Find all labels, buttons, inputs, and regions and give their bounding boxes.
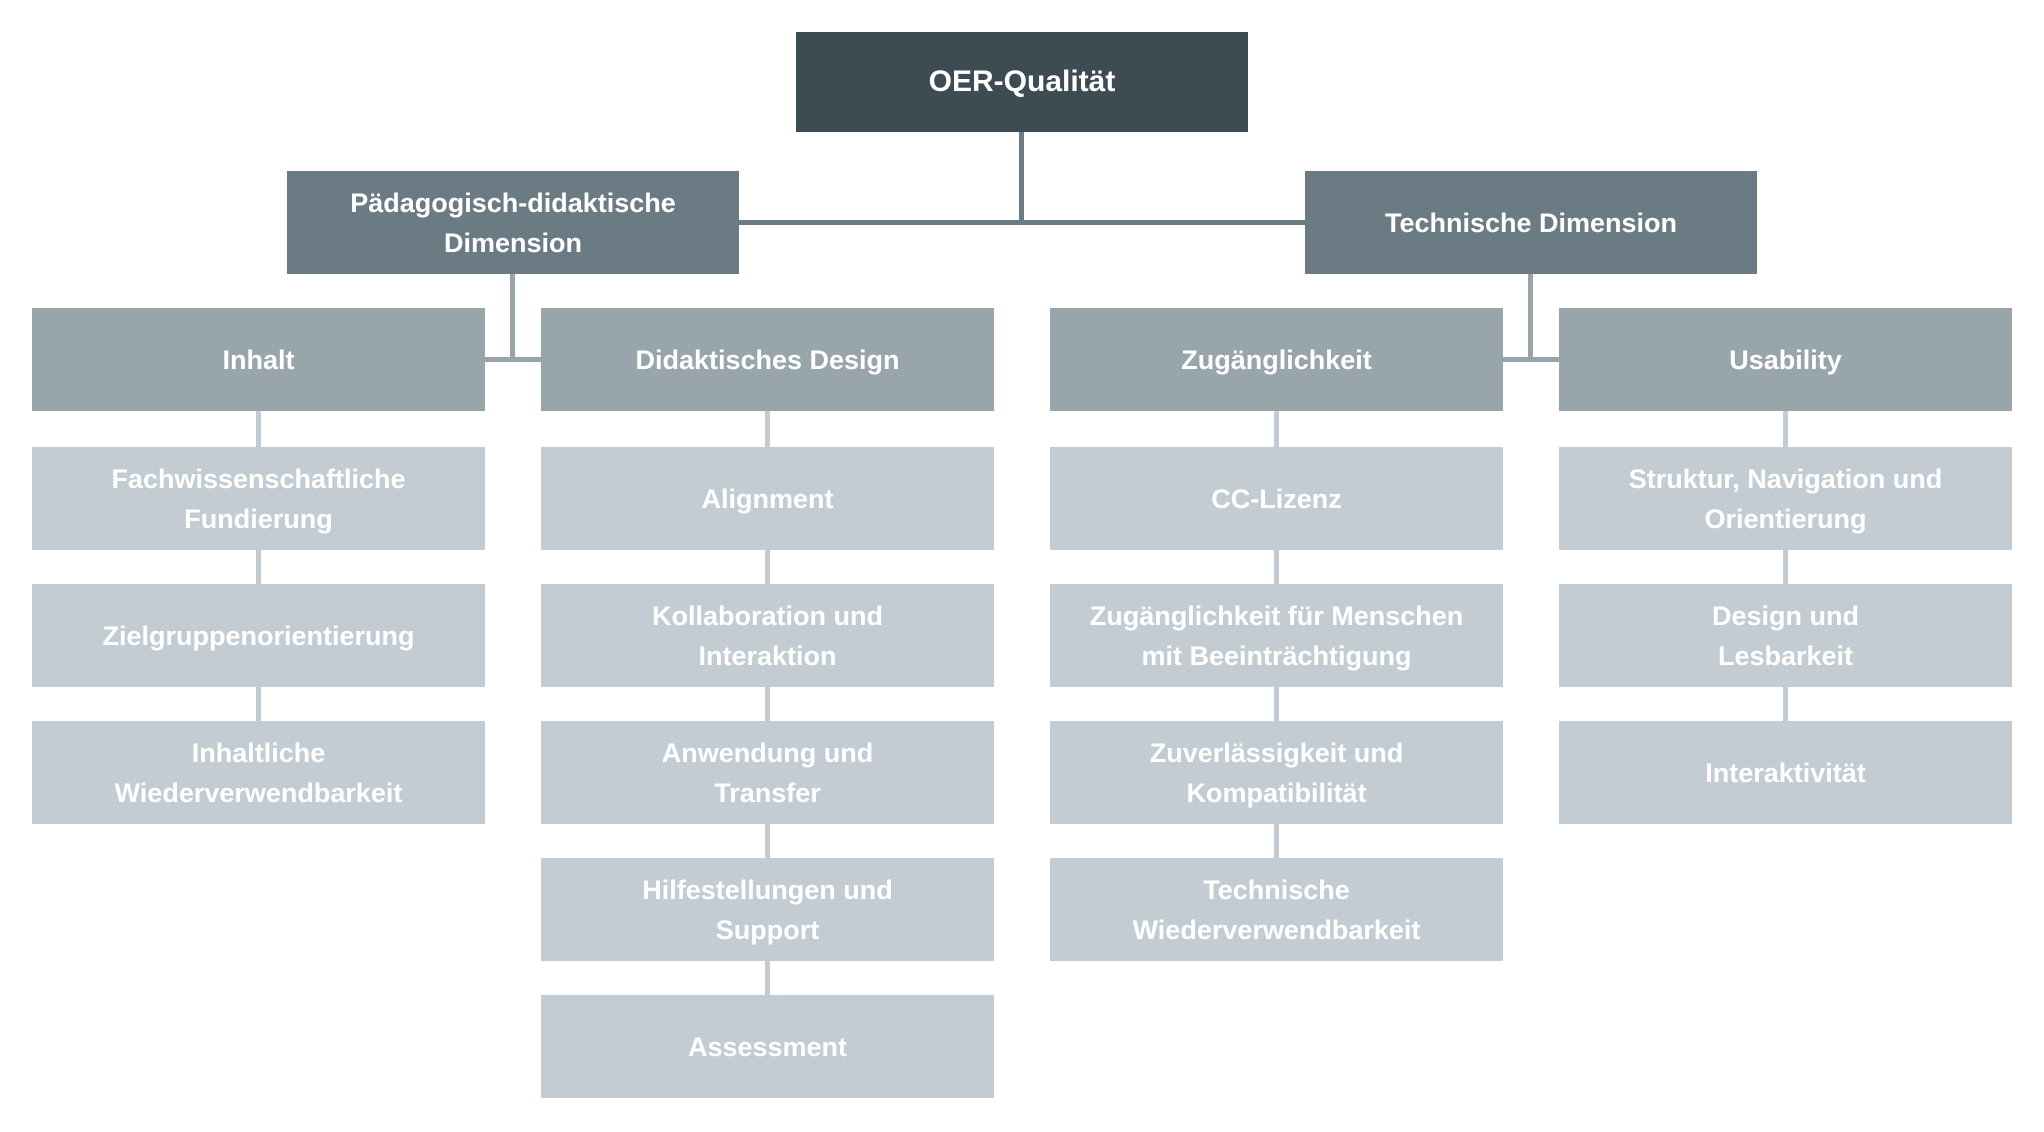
node-usability: Usability [1559, 308, 2012, 411]
connector-root-horizontal [739, 220, 1305, 225]
connector-col4-1 [1783, 411, 1788, 447]
connector-col2-5 [765, 961, 770, 995]
connector-col4-2 [1783, 550, 1788, 584]
node-zuverlaessigkeit-und-kompatibilitaet: Zuverlässigkeit und Kompatibilität [1050, 721, 1503, 824]
node-fachwissenschaftliche-fundierung: Fachwissenschaftliche Fundierung [32, 447, 485, 550]
node-technische-wiederverwendbarkeit: Technische Wiederverwendbarkeit [1050, 858, 1503, 961]
node-zugaenglichkeit-fuer-menschen-mit-beeintraechtigung: Zugänglichkeit für Menschen mit Beeinträ… [1050, 584, 1503, 687]
connector-dim-left-horizontal [485, 357, 541, 362]
connector-col3-4 [1274, 824, 1279, 858]
node-kollaboration-und-interaktion: Kollaboration und Interaktion [541, 584, 994, 687]
connector-col1-3 [256, 687, 261, 721]
node-inhalt: Inhalt [32, 308, 485, 411]
node-inhaltliche-wiederverwendbarkeit: Inhaltliche Wiederverwendbarkeit [32, 721, 485, 824]
node-technische-dimension: Technische Dimension [1305, 171, 1757, 274]
node-alignment: Alignment [541, 447, 994, 550]
connector-col3-3 [1274, 687, 1279, 721]
node-struktur-navigation-und-orientierung: Struktur, Navigation und Orientierung [1559, 447, 2012, 550]
node-anwendung-und-transfer: Anwendung und Transfer [541, 721, 994, 824]
connector-col3-2 [1274, 550, 1279, 584]
connector-col2-2 [765, 550, 770, 584]
node-hilfestellungen-und-support: Hilfestellungen und Support [541, 858, 994, 961]
connector-col4-3 [1783, 687, 1788, 721]
connector-col1-1 [256, 411, 261, 447]
connector-col2-1 [765, 411, 770, 447]
connector-root-vertical [1019, 132, 1024, 225]
connector-dim-left-vertical [510, 274, 515, 362]
node-cc-lizenz: CC-Lizenz [1050, 447, 1503, 550]
node-interaktivitaet: Interaktivität [1559, 721, 2012, 824]
connector-dim-right-horizontal [1503, 357, 1559, 362]
connector-col3-1 [1274, 411, 1279, 447]
node-assessment: Assessment [541, 995, 994, 1098]
node-zugaenglichkeit: Zugänglichkeit [1050, 308, 1503, 411]
node-zielgruppenorientierung: Zielgruppenorientierung [32, 584, 485, 687]
node-didaktisches-design: Didaktisches Design [541, 308, 994, 411]
node-oer-qualitaet: OER-Qualität [796, 32, 1248, 132]
connector-dim-right-vertical [1528, 274, 1533, 362]
node-design-und-lesbarkeit: Design und Lesbarkeit [1559, 584, 2012, 687]
node-paedagogisch-didaktische-dimension: Pädagogisch-didaktische Dimension [287, 171, 739, 274]
connector-col2-3 [765, 687, 770, 721]
connector-col1-2 [256, 550, 261, 584]
connector-col2-4 [765, 824, 770, 858]
